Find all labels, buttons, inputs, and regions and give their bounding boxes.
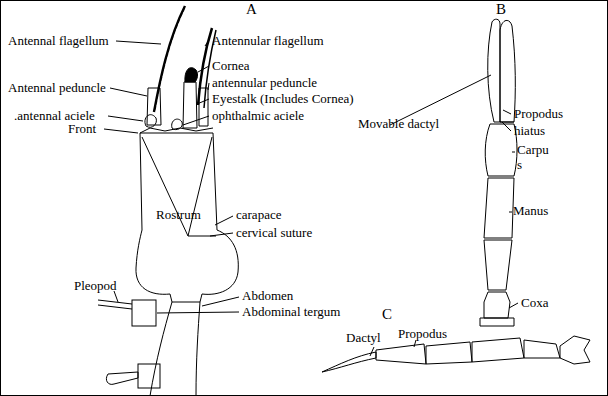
leg-segment: [472, 338, 524, 362]
part-label: hiatus: [514, 123, 545, 138]
leg-segment: [484, 240, 512, 290]
part-label: Abdomen: [242, 288, 293, 303]
leader-line: [512, 152, 515, 153]
antennal-peduncle: [147, 88, 161, 125]
leader-line: [104, 129, 138, 133]
part-label: Cornea: [212, 58, 250, 73]
leader-line: [110, 88, 147, 96]
part-label: Abdominal tergum: [242, 304, 340, 319]
movable-dactyl: [488, 19, 500, 122]
part-label: Eyestalk (Includes Cornea): [212, 91, 354, 106]
part-label: Manus: [513, 203, 548, 218]
abdominal-tergum: [138, 364, 160, 388]
part-label: antennular peduncle: [212, 75, 317, 90]
part-label: .antennal aciele: [14, 108, 95, 123]
leader-line: [202, 297, 239, 306]
coxa-base: [480, 318, 514, 326]
part-label: Propodus: [398, 326, 447, 341]
leader-line: [205, 40, 209, 46]
antennular-peduncle: [199, 88, 208, 126]
antennal-aciele: [145, 115, 156, 128]
abdominal-tergum: [132, 300, 156, 326]
leader-line: [509, 303, 518, 308]
part-label: Pleopod: [74, 278, 117, 293]
leader-line: [116, 41, 161, 44]
leader-line: [414, 340, 416, 347]
part-label: carapace: [236, 207, 281, 222]
pleopod: [106, 372, 138, 384]
propodus-base: [494, 122, 514, 123]
part-label: Dactyl: [346, 330, 381, 345]
abdomen: [150, 302, 172, 396]
part-label: Front: [68, 121, 96, 136]
part-label: Movable dactyl: [358, 116, 439, 131]
propodus: [500, 20, 515, 122]
part-label: C: [382, 307, 392, 322]
leader-line: [198, 66, 209, 72]
part-label: Coxa: [521, 295, 548, 310]
leader-line: [183, 116, 209, 125]
carapace: [136, 133, 238, 302]
front: [140, 128, 213, 133]
carpus: [485, 124, 517, 176]
leg-segment: [426, 342, 472, 364]
leader-line: [215, 216, 233, 225]
leader-line: [108, 116, 143, 121]
part-label: B: [496, 2, 506, 17]
leader-line: [157, 312, 239, 313]
leader-line: [197, 99, 209, 104]
antennal-flagellum: [154, 6, 185, 112]
rostrum: [142, 137, 212, 236]
part-label: ophthalmic aciele: [212, 108, 304, 123]
part-label: Antennal flagellum: [8, 33, 109, 48]
cornea: [185, 68, 198, 82]
leader-line: [370, 347, 374, 356]
leader-line: [208, 83, 209, 90]
part-label: A: [246, 2, 257, 17]
part-label: Propodus: [514, 106, 563, 121]
part-label: cervical suture: [236, 225, 312, 240]
part-label: Carpu s: [517, 142, 553, 172]
leader-line: [503, 110, 511, 114]
leg-segment: [524, 340, 560, 358]
leader-line: [509, 212, 512, 213]
part-label: Rostrum: [156, 207, 201, 222]
propodus: [376, 344, 426, 364]
coxa: [560, 336, 590, 364]
dactyl: [322, 352, 376, 372]
part-label: Antennal peduncle: [8, 80, 106, 95]
manus: [484, 178, 514, 238]
cheliped-b: [390, 19, 518, 326]
leader-line: [210, 233, 233, 236]
abdomen: [196, 302, 200, 396]
coxa: [484, 292, 510, 318]
part-label: Antennular flagellum: [212, 33, 324, 48]
leader-line: [502, 122, 511, 131]
pleopod: [98, 300, 132, 309]
